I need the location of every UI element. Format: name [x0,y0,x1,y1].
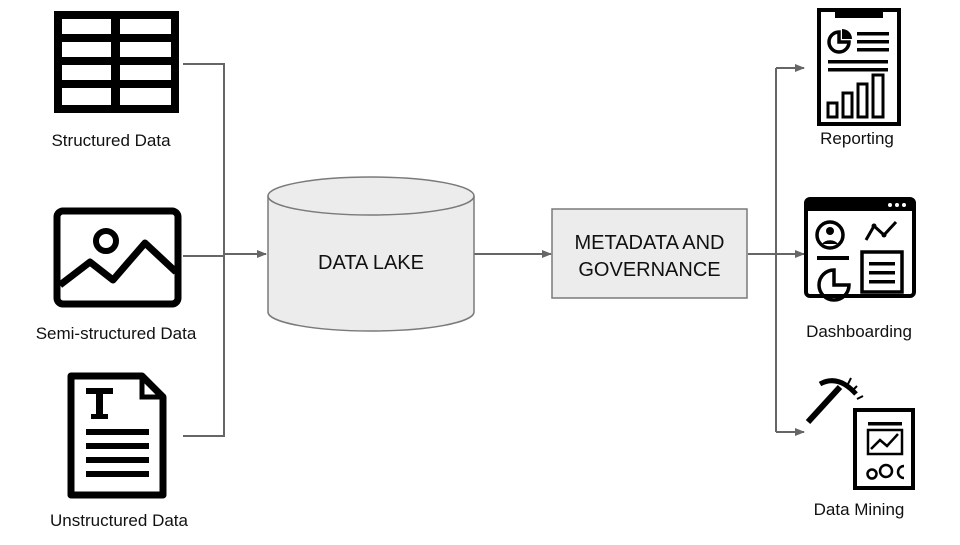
source-label-structured: Structured Data [51,131,171,150]
governance-label-line1: METADATA AND [574,232,725,254]
image-icon [53,207,182,308]
pickaxe-report-icon [805,377,915,490]
source-label-unstructured: Unstructured Data [50,511,188,530]
table-icon [54,11,179,113]
text-document-icon [67,372,167,499]
data-lake-label: DATA LAKE [318,252,424,274]
source-connectors [183,63,267,437]
output-label-mining: Data Mining [813,500,905,519]
data-lake-cylinder [267,176,475,332]
source-label-semi: Semi-structured Data [35,324,197,343]
governance-box [551,208,748,299]
report-document-icon [817,8,901,126]
output-connectors [748,64,805,436]
governance-label: METADATA AND GOVERNANCE [552,230,747,284]
output-label-reporting: Reporting [820,129,894,148]
connector-unstructured [183,254,225,437]
dashboard-icon [804,197,916,302]
output-label-dashboarding: Dashboarding [806,322,912,341]
connector-structured [183,63,225,254]
governance-label-line2: GOVERNANCE [578,259,721,281]
